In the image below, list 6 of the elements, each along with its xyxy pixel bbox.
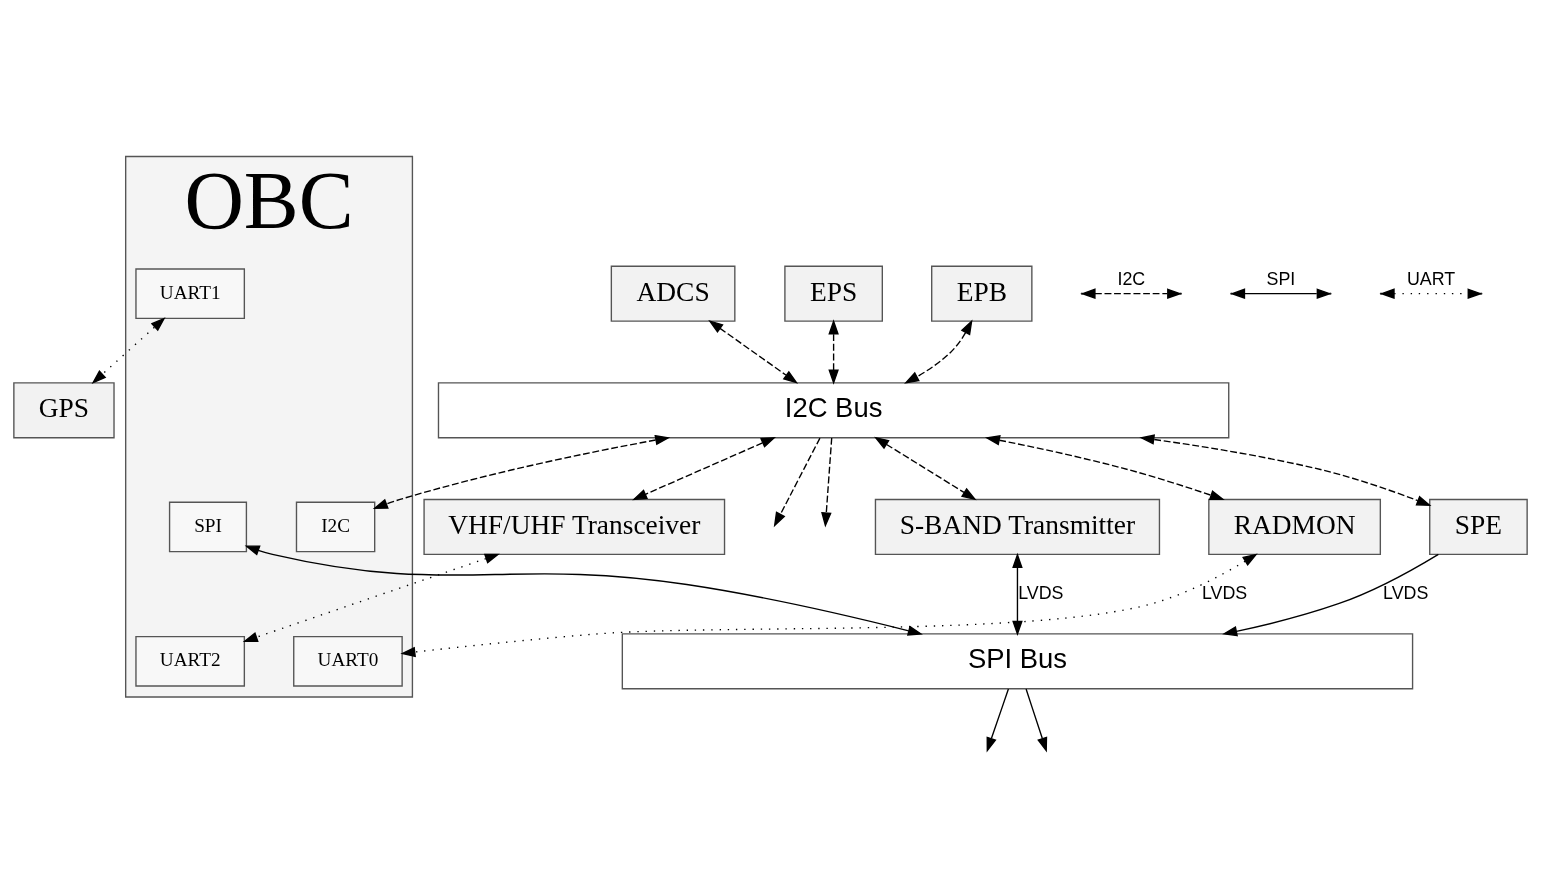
edge-label: LVDS	[1383, 582, 1429, 603]
legend-label: I2C	[1117, 268, 1146, 289]
edge-label: LVDS	[1202, 582, 1248, 603]
edge-label: LVDS	[1018, 582, 1064, 603]
legend-label: SPI	[1266, 268, 1296, 289]
legend-label: UART	[1406, 268, 1456, 289]
